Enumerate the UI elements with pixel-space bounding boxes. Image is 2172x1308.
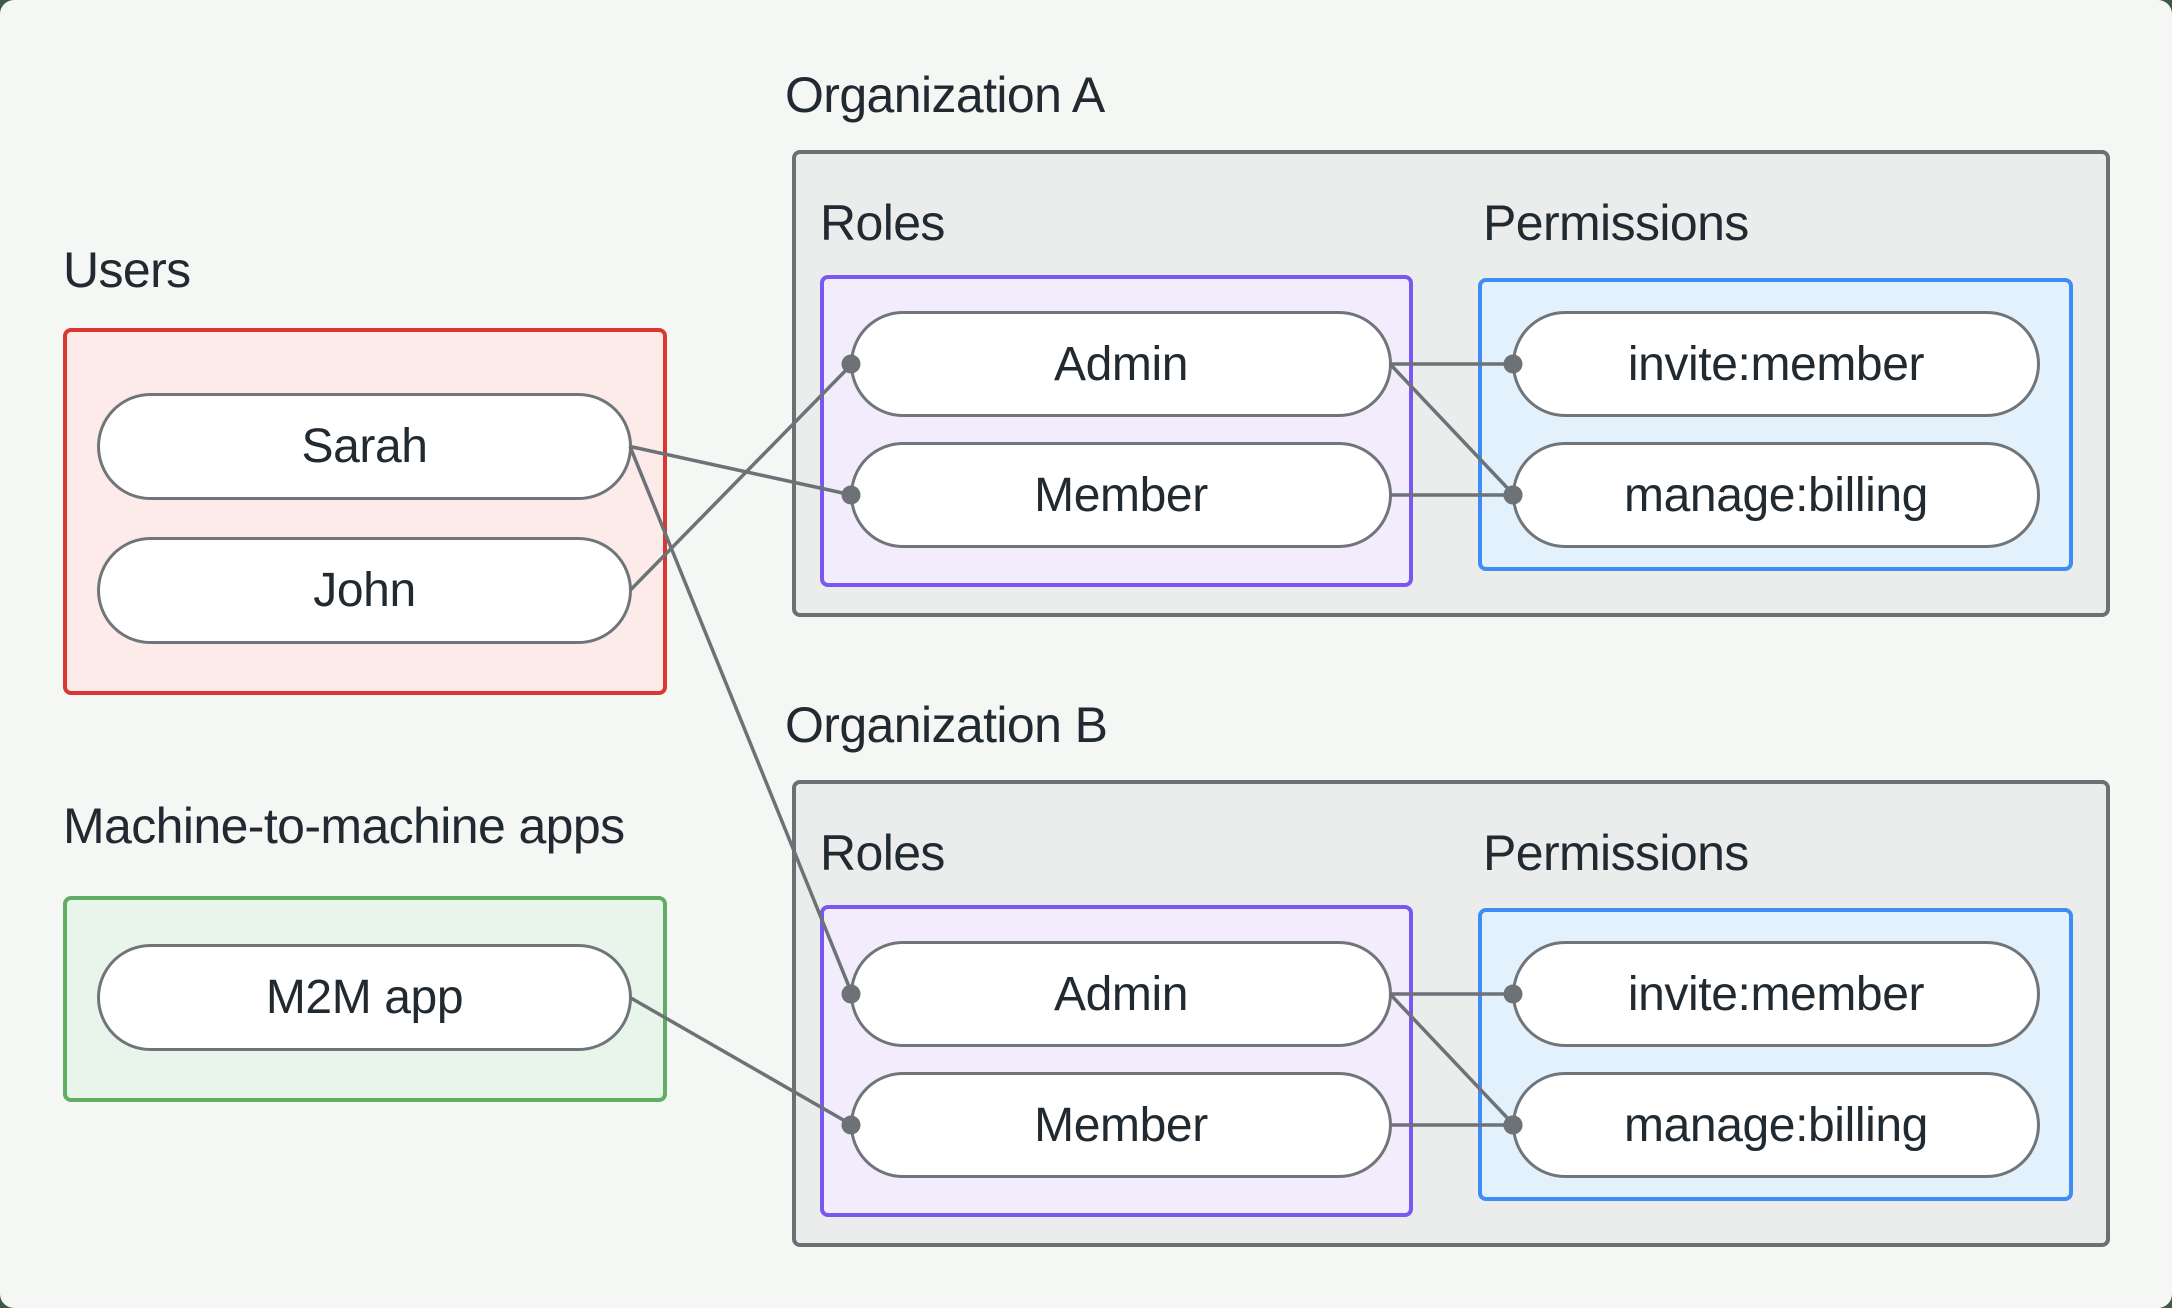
org-a-permission-invite-member: invite:member — [1512, 311, 2040, 417]
org-b-role-admin: Admin — [850, 941, 1392, 1047]
m2m-group-label: Machine-to-machine apps — [63, 798, 625, 854]
org-b-permission-manage-billing: manage:billing — [1512, 1072, 2040, 1178]
org-b-permissions-label: Permissions — [1483, 825, 1749, 881]
org-a-role-admin: Admin — [850, 311, 1392, 417]
org-b-roles-label: Roles — [820, 825, 945, 881]
org-b-title: Organization B — [785, 697, 1108, 753]
org-a-permissions-label: Permissions — [1483, 195, 1749, 251]
org-a-roles-label: Roles — [820, 195, 945, 251]
org-b-permission-invite-member: invite:member — [1512, 941, 2040, 1047]
user-node-sarah: Sarah — [97, 393, 632, 500]
user-node-john: John — [97, 537, 632, 644]
org-b-role-member: Member — [850, 1072, 1392, 1178]
users-group-label: Users — [63, 242, 191, 298]
m2m-app-node: M2M app — [97, 944, 632, 1051]
org-a-role-member: Member — [850, 442, 1392, 548]
org-a-permission-manage-billing: manage:billing — [1512, 442, 2040, 548]
org-a-title: Organization A — [785, 67, 1105, 123]
